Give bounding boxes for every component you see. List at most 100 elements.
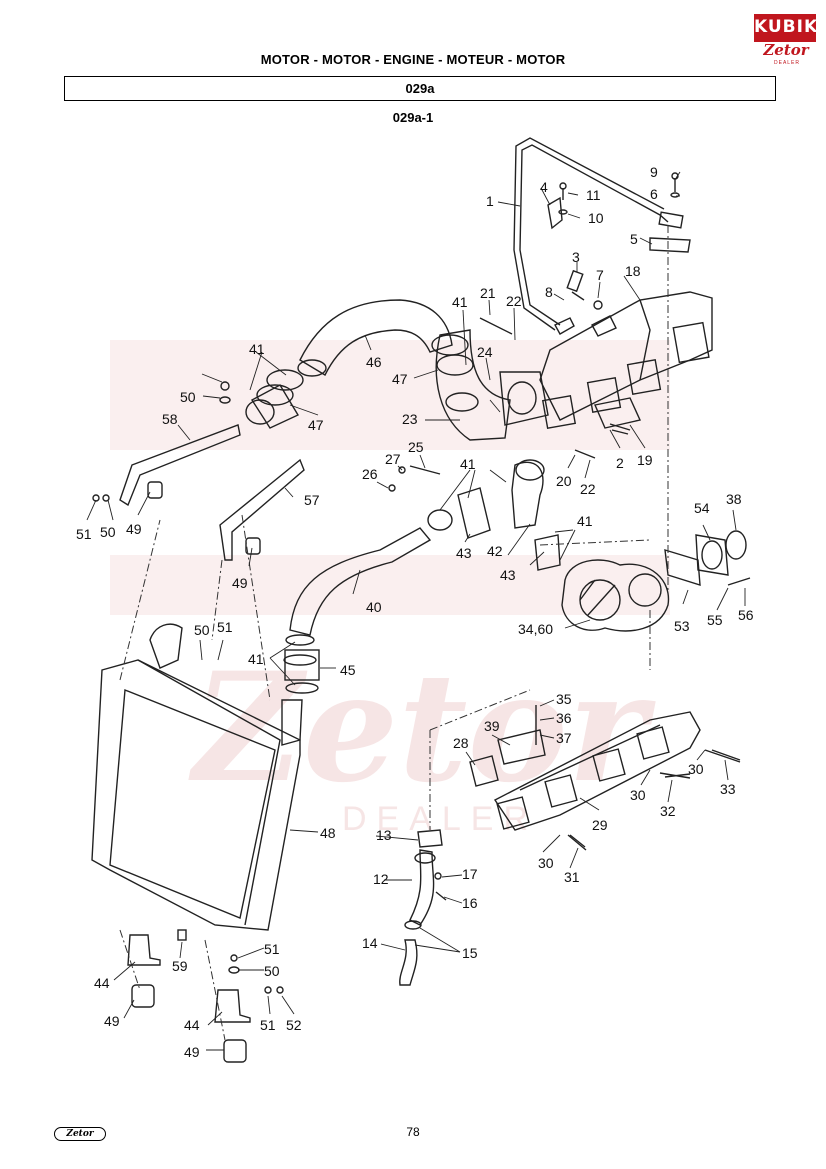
pipe-12	[409, 849, 435, 926]
callout-41e: 41	[248, 651, 264, 667]
kubik-zetor-dealer-logo: KUBIK Zetor DEALER	[754, 14, 819, 70]
callout-58: 59	[172, 958, 188, 974]
gasket-5	[649, 237, 691, 253]
callout-16: 16	[462, 895, 478, 911]
callout-40: 40	[366, 599, 382, 615]
flange-24	[499, 371, 549, 426]
callout-57: 58	[162, 411, 178, 427]
watermark-text: Zetor	[188, 640, 656, 816]
callout-46: 46	[366, 354, 382, 370]
callout-51a: 51	[76, 526, 92, 542]
logo-dealer-sub: DEALER	[774, 60, 801, 66]
callout-43b: 43	[500, 567, 516, 583]
callout-37: 37	[556, 730, 572, 746]
callout-56: 57	[304, 492, 320, 508]
callout-11: 11	[586, 187, 601, 203]
mount-44a	[127, 934, 161, 966]
callout-29: 29	[592, 817, 608, 833]
elbow-42	[511, 461, 544, 529]
bracket-4	[547, 196, 563, 230]
section-code-box: 029a	[64, 76, 776, 101]
sleeve-45	[284, 649, 320, 681]
callout-38: 38	[726, 491, 742, 507]
callout-10: 10	[588, 210, 604, 226]
callout-15: 15	[462, 945, 478, 961]
callout-53: 54	[694, 500, 710, 516]
subsection-code: 029a-1	[392, 110, 434, 125]
logo-dealer-name: Zetor	[763, 41, 809, 59]
callout-51b: 51	[217, 619, 233, 635]
callout-50e: 51	[260, 1017, 276, 1033]
flange-52	[664, 549, 701, 586]
callout-51c: 51	[264, 941, 280, 957]
sleeve-47	[251, 384, 300, 429]
callout-34-60: 34,60	[518, 621, 553, 637]
callout-50a: 50	[180, 389, 196, 405]
intercooler-48	[91, 659, 301, 931]
callout-30b: 30	[630, 787, 646, 803]
bracket-56	[219, 458, 305, 561]
callout-28: 28	[453, 735, 469, 751]
pipe-1	[519, 144, 669, 326]
reference-lines	[119, 225, 669, 1041]
page-title: MOTOR - MOTOR - ENGINE - MOTEUR - MOTOR	[260, 52, 566, 67]
callout-42: 42	[487, 543, 503, 559]
callout-7: 7	[596, 267, 604, 283]
footer-zetor-logo: Zetor	[54, 1127, 106, 1141]
callout-26: 26	[362, 466, 378, 482]
line-art	[91, 137, 751, 1063]
callout-33: 33	[720, 781, 736, 797]
callout-5: 5	[630, 231, 638, 247]
callout-27: 27	[385, 451, 401, 467]
callout-50c: 50	[194, 622, 210, 638]
gasket-28	[469, 755, 499, 787]
callout-9: 9	[650, 164, 658, 180]
watermark-sub: DEALER	[342, 800, 538, 838]
sleeve-43b	[534, 534, 561, 571]
sensor-3	[566, 269, 584, 293]
callout-47b: 47	[308, 417, 324, 433]
callout-20: 20	[556, 473, 572, 489]
bracket-57	[119, 424, 241, 507]
manifold-29	[493, 711, 701, 831]
callout-23: 23	[402, 411, 418, 427]
callout-48: 48	[320, 825, 336, 841]
pipe-14	[399, 939, 418, 986]
callout-21: 21	[480, 285, 496, 301]
callout-44a: 44	[94, 975, 110, 991]
callout-1: 1	[486, 193, 494, 209]
callout-50b: 50	[100, 524, 116, 540]
callout-30a: 30	[538, 855, 554, 871]
gasket-13	[417, 829, 443, 848]
hose-46	[299, 299, 453, 376]
leader-lines	[86, 171, 746, 1051]
callout-18: 18	[625, 263, 641, 279]
pipe-stub	[591, 315, 617, 337]
callout-3: 3	[572, 249, 580, 265]
callout-41a: 41	[452, 294, 468, 310]
callout-54: 55	[707, 612, 723, 628]
pipe-1-clip	[658, 211, 684, 229]
callout-22a: 22	[506, 293, 522, 309]
logo-brand-name: KUBIK	[754, 17, 819, 37]
callout-22b: 22	[580, 481, 596, 497]
callout-14: 14	[362, 935, 378, 951]
callout-2: 2	[616, 455, 624, 471]
callout-39: 39	[484, 718, 500, 734]
callout-8: 8	[545, 284, 553, 300]
callout-41c: 41	[460, 456, 476, 472]
callout-12: 12	[373, 871, 389, 887]
logo-red-bar	[754, 14, 816, 42]
callout-49a: 49	[126, 521, 142, 537]
callout-24: 24	[477, 344, 493, 360]
callout-50d: 50	[264, 963, 280, 979]
callout-labels: 1 2 3 4 5 6 7 8 9 10 11 12 13 14 15 16 1…	[76, 164, 754, 1060]
callout-31: 31	[564, 869, 580, 885]
outlet-pipe	[281, 699, 303, 746]
callout-30c: 30	[688, 761, 704, 777]
dealer-watermark: Zetor DEALER	[110, 340, 670, 838]
callout-45: 45	[340, 662, 356, 678]
callout-47a: 47	[392, 371, 408, 387]
callout-32: 32	[660, 803, 676, 819]
